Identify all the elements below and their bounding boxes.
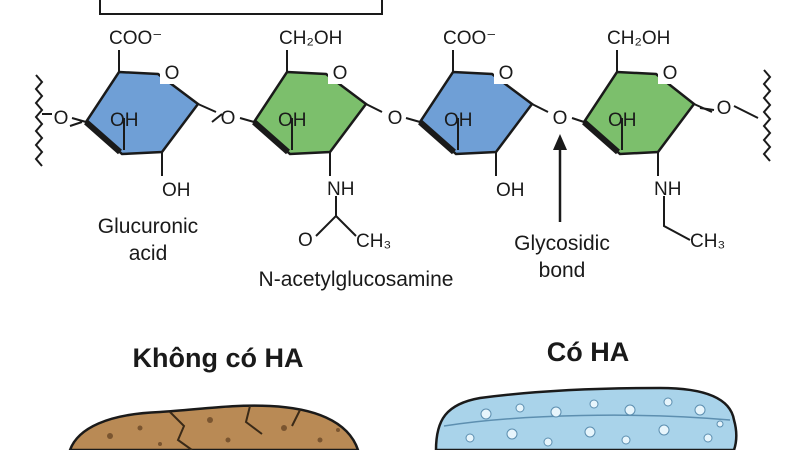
bridge-oxygen-2: O xyxy=(221,108,236,129)
ring-bold-edge xyxy=(84,119,122,155)
glycosidic-bond-label-line2: bond xyxy=(539,259,586,282)
amide-nh: NH xyxy=(327,179,354,200)
hydroxyl-c3: OH xyxy=(444,110,473,131)
carboxylate-group: COO⁻ xyxy=(109,28,162,49)
glycosidic-bond-arrow xyxy=(553,134,567,222)
bond xyxy=(621,118,659,176)
ring-oxygen-bg xyxy=(328,60,352,84)
glucosamine-ring-4: O CH₂OH OH NH CH₃ xyxy=(571,28,725,252)
ring-oxygen-bg xyxy=(658,60,682,84)
ring-oxygen-bg xyxy=(494,60,518,84)
bond xyxy=(123,118,163,176)
glycosidic-bond-label-line1: Glycosidic xyxy=(514,232,610,255)
ring-shape xyxy=(582,70,696,156)
bond xyxy=(291,118,331,176)
hydroxyl-c3: OH xyxy=(278,110,307,131)
chain-break-right xyxy=(762,69,772,162)
arrow-head xyxy=(553,134,567,150)
ring-bold-edge xyxy=(252,119,290,155)
ring-oxygen: O xyxy=(499,63,514,84)
glucosamine-ring-2: O CH₂OH OH NH O CH₃ xyxy=(239,28,391,252)
hydroxymethyl-group: CH₂OH xyxy=(607,28,670,49)
acetyl-bonds xyxy=(315,196,357,237)
bridge-oxygen-4: O xyxy=(553,108,568,129)
glucuronic-acid-ring-1: O COO⁻ OH OH xyxy=(71,28,217,201)
without-ha-title: Không có HA xyxy=(133,343,304,373)
bond xyxy=(733,105,759,119)
amine-nh: NH xyxy=(654,179,681,200)
hydroxymethyl-group: CH₂OH xyxy=(279,28,342,49)
hydroxyl-c3: OH xyxy=(608,110,637,131)
bond xyxy=(457,118,497,176)
glycosidic-linkages: O O O O O xyxy=(42,98,759,129)
glucuronic-acid-label-line1: Glucuronic xyxy=(98,215,198,238)
bridge-oxygen-5: O xyxy=(717,98,732,119)
sponge-edge xyxy=(443,414,731,427)
hydroxyl-c3: OH xyxy=(110,110,139,131)
bond xyxy=(71,103,217,123)
glucuronic-acid-label-line2: acid xyxy=(129,242,168,265)
bond xyxy=(405,103,549,123)
ring-oxygen-bg xyxy=(160,60,184,84)
bond xyxy=(211,113,223,123)
ring-bold-edge xyxy=(418,119,456,155)
carbonyl-oxygen: O xyxy=(298,230,313,251)
water-droplets xyxy=(465,397,724,447)
sponge-body xyxy=(434,386,738,452)
carboxylate-group: COO⁻ xyxy=(443,28,496,49)
glucuronic-acid-ring-3: O COO⁻ OH OH xyxy=(405,28,549,201)
n-acetylglucosamine-label: N-acetylglucosamine xyxy=(259,268,454,291)
chain-break-left xyxy=(34,74,44,167)
repeat-unit-bracket xyxy=(99,0,383,15)
sponge-body xyxy=(68,404,360,452)
dry-sponge-illustration xyxy=(68,404,360,452)
terminal-methyl: CH₃ xyxy=(690,231,725,252)
bridge-oxygen-3: O xyxy=(388,108,403,129)
ring-oxygen: O xyxy=(663,63,678,84)
ring-shape xyxy=(418,70,534,156)
bond xyxy=(239,103,383,123)
ring-shape xyxy=(84,70,200,156)
ring-bold-edge xyxy=(582,119,620,155)
with-ha-title: Có HA xyxy=(547,337,630,367)
hydroxyl-c2: OH xyxy=(162,180,191,201)
hydroxyl-c2: OH xyxy=(496,180,525,201)
ring-oxygen: O xyxy=(333,63,348,84)
bridge-oxygen-1: O xyxy=(54,108,69,129)
ring-shape xyxy=(252,70,368,156)
acetyl-methyl: CH₃ xyxy=(356,231,391,252)
bond xyxy=(699,107,715,111)
ring-oxygen: O xyxy=(165,63,180,84)
bond xyxy=(42,113,83,127)
hydrated-sponge-illustration xyxy=(434,386,738,452)
n-alkyl-bonds xyxy=(663,196,691,241)
pores xyxy=(107,417,340,446)
cracks xyxy=(169,405,301,451)
